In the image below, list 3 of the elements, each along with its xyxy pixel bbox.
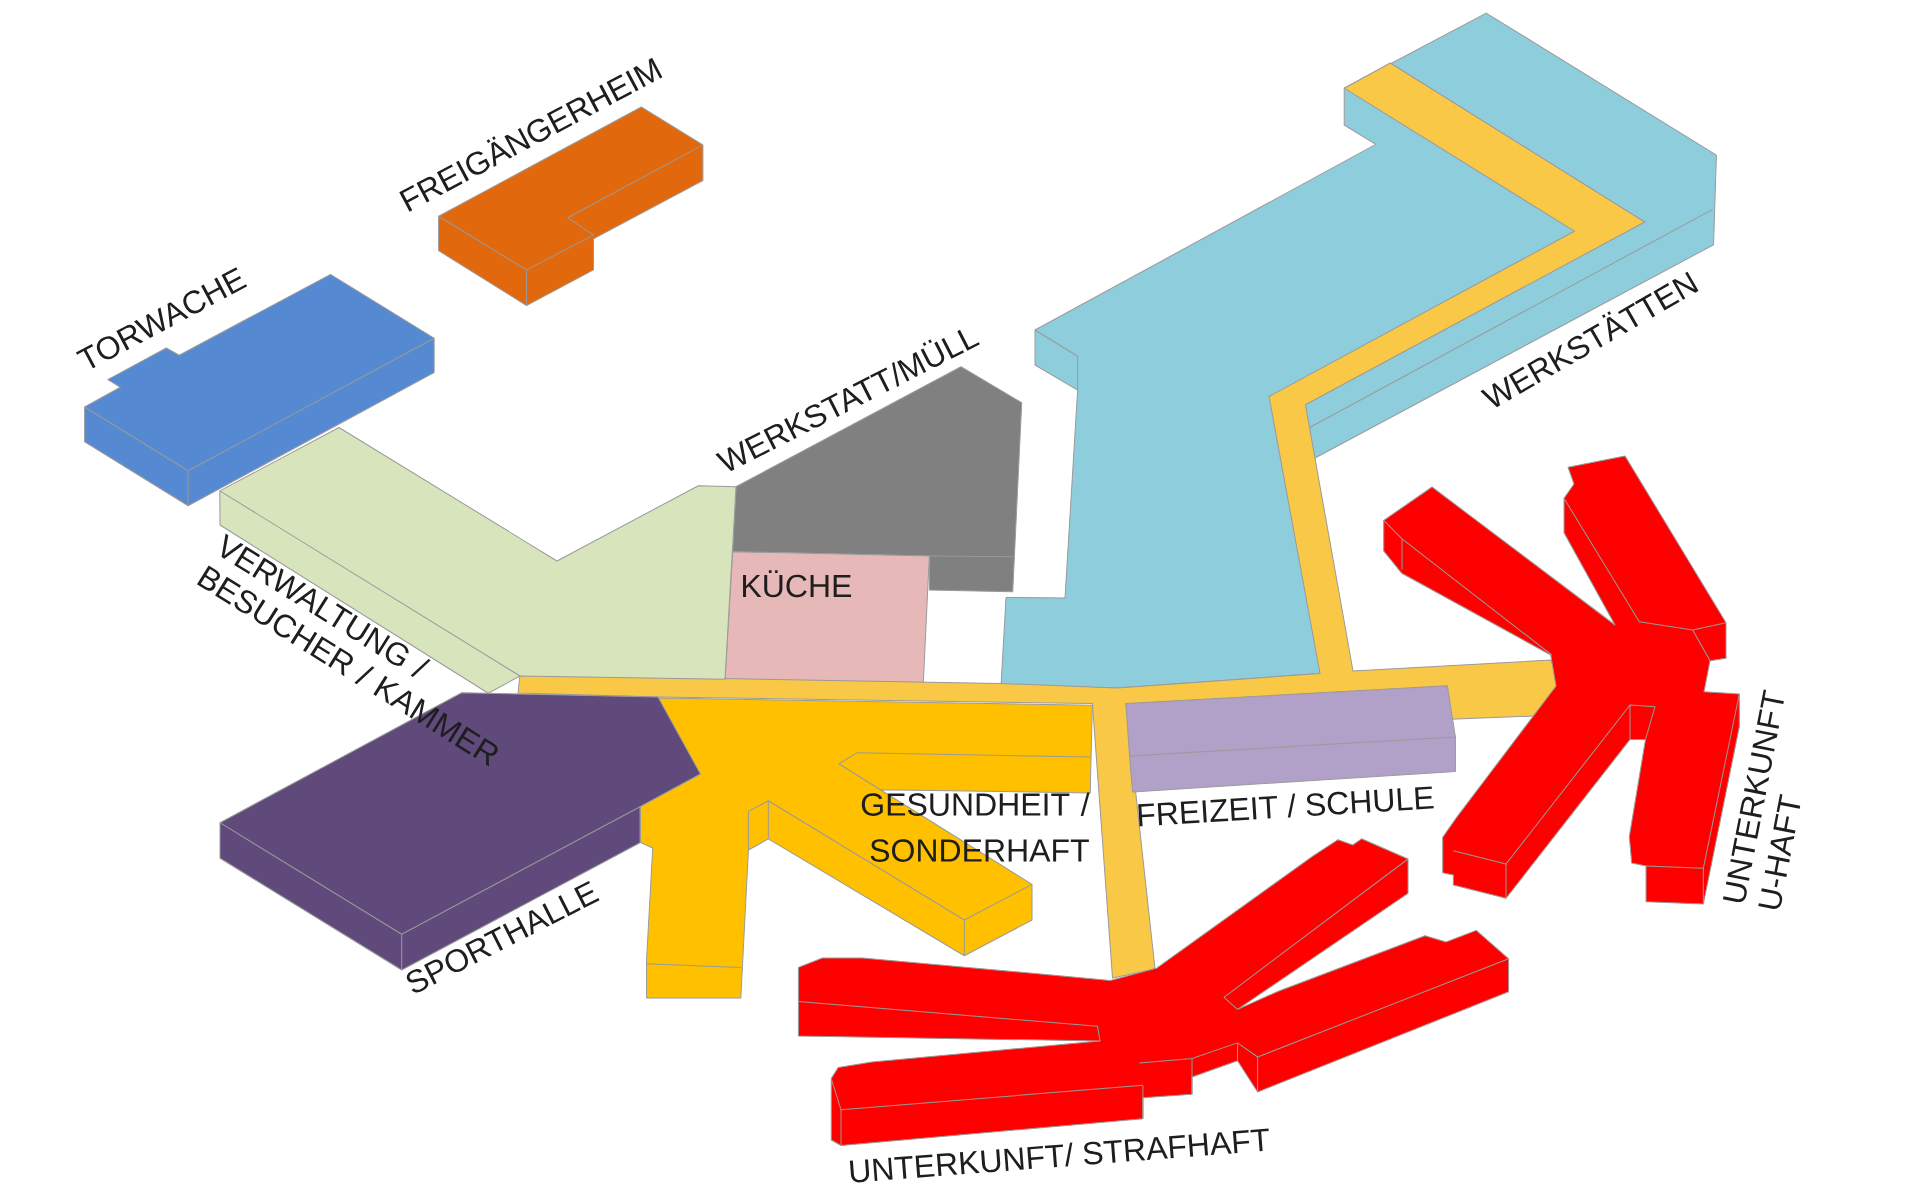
building-label: UNTERKUNFT/ STRAFHAFT (849, 1128, 1269, 1183)
building-label: FREIZEIT / SCHULE (1138, 786, 1434, 827)
building-label: KÜCHE (743, 570, 852, 598)
